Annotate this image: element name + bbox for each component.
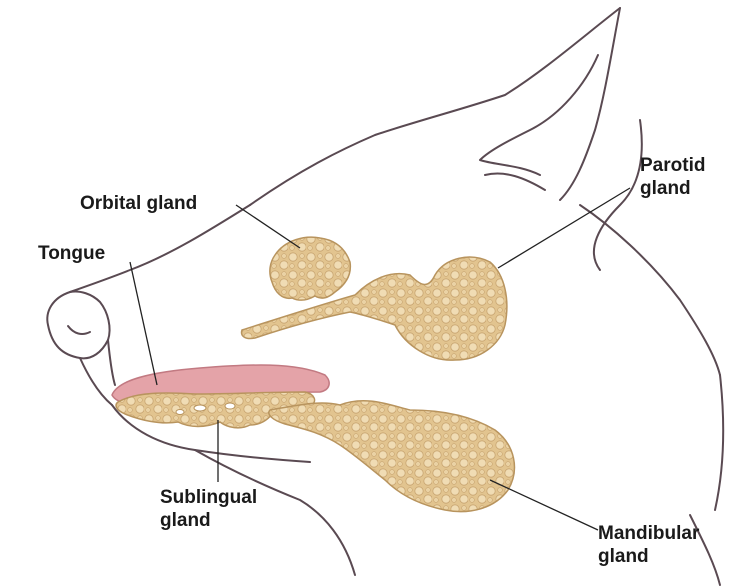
- parotid-gland-label-line2: gland: [640, 178, 691, 199]
- orbital-leader-line: [235, 204, 301, 249]
- mandibular-gland-label: Mandibular gland: [598, 522, 699, 568]
- sublingual-gap: [175, 409, 185, 415]
- mandibular-gland-label-line2: gland: [598, 546, 649, 567]
- mandibular-gland-shape: [268, 399, 516, 513]
- sublingual-gland-label-line1: Sublingual: [160, 487, 258, 508]
- sublingual-gland-label-line2: gland: [160, 510, 211, 531]
- orbital-gland-shape: [269, 236, 352, 301]
- orbital-gland-label: Orbital gland: [80, 192, 197, 215]
- parotid-leader-line: [497, 187, 631, 269]
- sublingual-gap: [193, 404, 207, 412]
- sublingual-gap: [224, 402, 236, 410]
- mandibular-gland-label-line1: Mandibular: [598, 523, 700, 544]
- sublingual-gland-label: Sublingual gland: [160, 486, 257, 532]
- tongue-label-text: Tongue: [38, 243, 106, 264]
- parotid-gland-label: Parotid gland: [640, 154, 705, 200]
- mandibular-leader-line: [489, 479, 599, 531]
- dog-head-outline: [46, 7, 725, 586]
- parotid-gland-shape: [240, 256, 508, 361]
- tongue-label: Tongue: [38, 242, 105, 265]
- orbital-gland-label-text: Orbital gland: [80, 193, 198, 214]
- tongue-leader-line: [129, 261, 158, 386]
- leader-lines: [129, 187, 631, 531]
- parotid-gland-label-line1: Parotid: [640, 155, 706, 176]
